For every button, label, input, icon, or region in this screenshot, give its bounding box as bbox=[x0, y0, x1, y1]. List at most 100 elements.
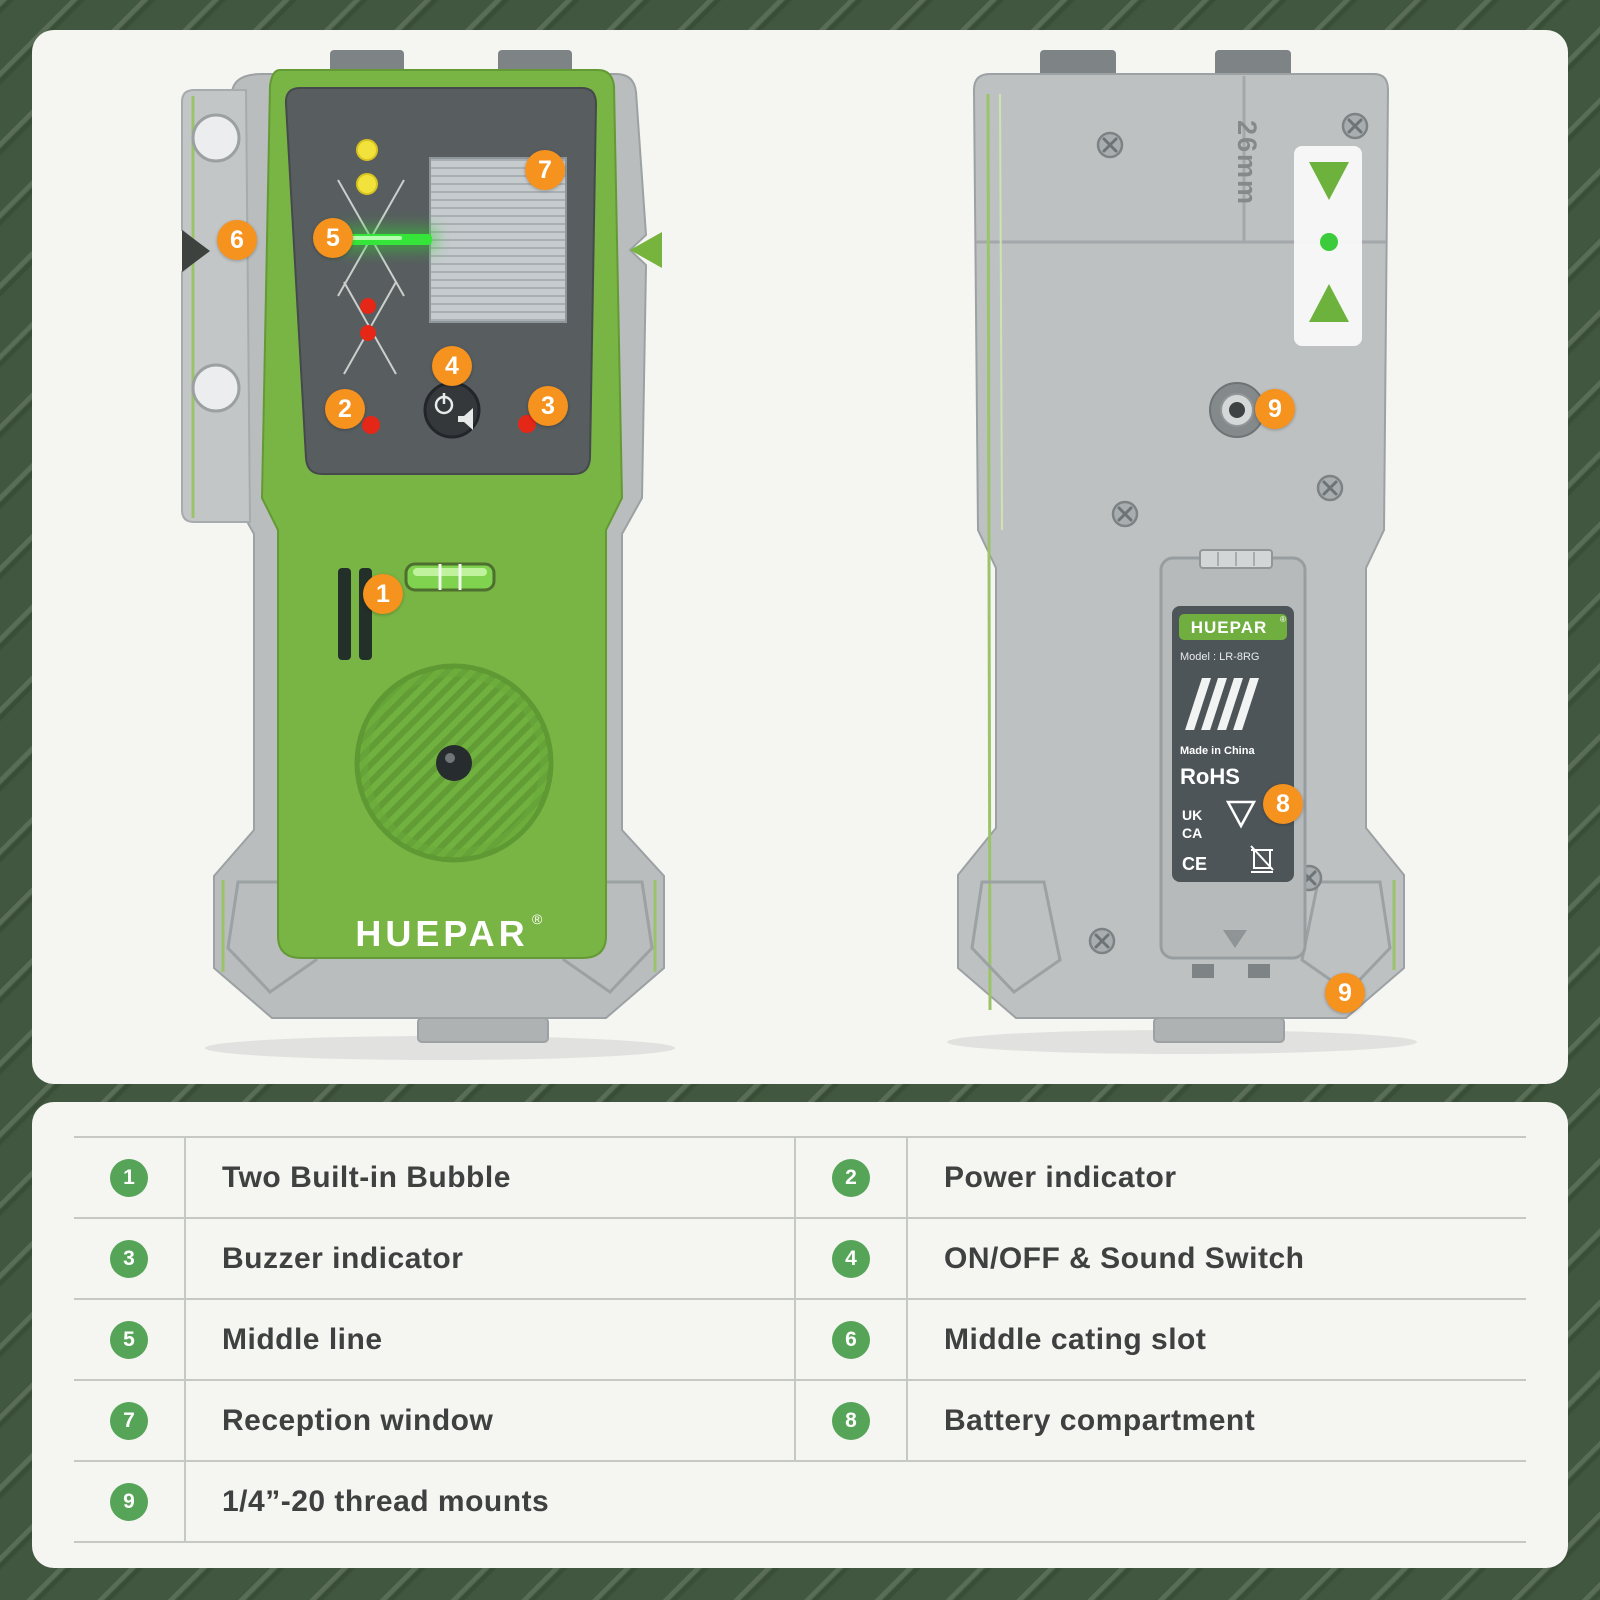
recycle-icon bbox=[1225, 800, 1257, 829]
label-model: Model : LR-8RG bbox=[1180, 651, 1259, 663]
table-row-5: 9 1/4”-20 thread mounts bbox=[74, 1462, 1526, 1543]
back-device: 26mm bbox=[957, 50, 1405, 1043]
center-marking-strip bbox=[1294, 146, 1362, 346]
callout-9-top: 9 bbox=[1255, 389, 1295, 429]
callout-9-bottom: 9 bbox=[1325, 973, 1365, 1013]
feature-7-label-cell: Reception window bbox=[186, 1381, 796, 1460]
device-artwork: HUEPAR ® 26mm bbox=[181, 50, 1417, 1060]
callout-1: 1 bbox=[363, 574, 403, 614]
screws bbox=[1088, 112, 1369, 955]
feature-6-number-badge: 6 bbox=[832, 1320, 870, 1359]
label-brand: HUEPAR bbox=[1191, 618, 1268, 637]
feature-3-number-badge: 3 bbox=[110, 1239, 148, 1278]
feature-8-badge-cell: 8 bbox=[796, 1381, 908, 1460]
feature-5-badge-cell: 5 bbox=[74, 1300, 186, 1379]
front-brand-reg-mark: ® bbox=[532, 911, 543, 927]
feature-5-label-cell: Middle line bbox=[186, 1300, 796, 1379]
feature-2-badge-cell: 2 bbox=[796, 1138, 908, 1217]
feature-8-label: Battery compartment bbox=[944, 1403, 1256, 1437]
yellow-led bbox=[356, 173, 378, 195]
feature-8-label-cell: Battery compartment bbox=[908, 1381, 1526, 1460]
magnet bbox=[191, 363, 241, 413]
feature-table: 1 Two Built-in Bubble 2 Power indicator … bbox=[74, 1136, 1526, 1543]
label-rohs: RoHS bbox=[1180, 764, 1240, 789]
feature-2-number-badge: 2 bbox=[832, 1158, 870, 1197]
front-shadow bbox=[205, 1036, 675, 1060]
yellow-led bbox=[356, 139, 378, 161]
callout-8: 8 bbox=[1263, 784, 1303, 824]
feature-1-label: Two Built-in Bubble bbox=[222, 1160, 511, 1194]
buzzer-indicator-led bbox=[518, 415, 536, 433]
down-triangle-mark bbox=[1309, 162, 1349, 200]
back-top-post bbox=[1040, 50, 1116, 80]
feature-3-badge-cell: 3 bbox=[74, 1219, 186, 1298]
power-sound-button bbox=[423, 381, 481, 439]
callout-7: 7 bbox=[525, 150, 565, 190]
door-slot bbox=[1248, 964, 1270, 978]
feature-legend-card: 1 Two Built-in Bubble 2 Power indicator … bbox=[32, 1102, 1568, 1568]
red-led bbox=[360, 298, 376, 314]
feature-2-label-cell: Power indicator bbox=[908, 1138, 1526, 1217]
bubble-level bbox=[404, 562, 496, 592]
weee-bin-icon bbox=[1250, 845, 1274, 873]
feature-4-number-badge: 4 bbox=[832, 1239, 870, 1278]
speaker-icon bbox=[458, 408, 473, 430]
feature-1-badge-cell: 1 bbox=[74, 1138, 186, 1217]
product-label: HUEPAR ® Model : LR-8RG Made in China Ro… bbox=[1172, 606, 1294, 882]
screw-icon bbox=[1316, 474, 1344, 502]
battery-door-arrow bbox=[1223, 930, 1247, 948]
feature-8-number-badge: 8 bbox=[832, 1401, 870, 1440]
feature-2-label: Power indicator bbox=[944, 1160, 1177, 1194]
label-ukca-uk: UK bbox=[1182, 807, 1202, 823]
callout-4: 4 bbox=[432, 346, 472, 386]
door-slot bbox=[1192, 964, 1214, 978]
label-brand-reg: ® bbox=[1280, 615, 1286, 624]
back-top-post bbox=[1215, 50, 1291, 80]
feature-3-label-cell: Buzzer indicator bbox=[186, 1219, 796, 1298]
label-ukca-ca: CA bbox=[1182, 825, 1202, 841]
feature-4-badge-cell: 4 bbox=[796, 1219, 908, 1298]
callout-5: 5 bbox=[313, 218, 353, 258]
feature-9-number-badge: 9 bbox=[110, 1482, 148, 1521]
center-dot-mark bbox=[1320, 233, 1338, 251]
feature-5-number-badge: 5 bbox=[110, 1320, 148, 1359]
feature-4-label-cell: ON/OFF & Sound Switch bbox=[908, 1219, 1526, 1298]
feature-6-badge-cell: 6 bbox=[796, 1300, 908, 1379]
screw-icon bbox=[1341, 112, 1369, 140]
middle-slot-right-arrow bbox=[630, 232, 662, 268]
front-brand-logo: HUEPAR bbox=[355, 913, 528, 954]
up-triangle-mark bbox=[1309, 284, 1349, 322]
bottom-rail-tab bbox=[417, 1017, 549, 1043]
feature-7-number-badge: 7 bbox=[110, 1401, 148, 1440]
feature-1-number-badge: 1 bbox=[110, 1158, 148, 1197]
callout-2: 2 bbox=[325, 389, 365, 429]
callout-6: 6 bbox=[217, 220, 257, 260]
table-row-2: 3 Buzzer indicator 4 ON/OFF & Sound Swit… bbox=[74, 1219, 1526, 1300]
screw-icon bbox=[1111, 500, 1139, 528]
feature-6-label-cell: Middle cating slot bbox=[908, 1300, 1526, 1379]
green-pinstripe bbox=[999, 93, 1003, 531]
speaker-grille bbox=[354, 663, 554, 863]
back-base-left-foot bbox=[970, 880, 1062, 994]
screw-icon bbox=[1088, 927, 1116, 955]
magnet bbox=[191, 113, 241, 163]
feature-3-label: Buzzer indicator bbox=[222, 1241, 464, 1275]
screw-icon bbox=[1096, 131, 1124, 159]
feature-5-label: Middle line bbox=[222, 1322, 383, 1356]
feature-9-label-cell: 1/4”-20 thread mounts bbox=[186, 1462, 1526, 1541]
battery-compartment: HUEPAR ® Model : LR-8RG Made in China Ro… bbox=[1159, 549, 1307, 978]
feature-4-label: ON/OFF & Sound Switch bbox=[944, 1241, 1305, 1275]
feature-1-label-cell: Two Built-in Bubble bbox=[186, 1138, 796, 1217]
feature-7-badge-cell: 7 bbox=[74, 1381, 186, 1460]
table-row-4: 7 Reception window 8 Battery compartment bbox=[74, 1381, 1526, 1462]
table-row-1: 1 Two Built-in Bubble 2 Power indicator bbox=[74, 1138, 1526, 1219]
feature-9-badge-cell: 9 bbox=[74, 1462, 186, 1541]
feature-7-label: Reception window bbox=[222, 1403, 494, 1437]
table-row-3: 5 Middle line 6 Middle cating slot bbox=[74, 1300, 1526, 1381]
label-stripes-logo bbox=[1185, 678, 1259, 730]
feature-6-label: Middle cating slot bbox=[944, 1322, 1207, 1356]
product-illustration-card: HUEPAR ® 26mm bbox=[32, 30, 1568, 1084]
green-pinstripe bbox=[986, 93, 992, 1011]
front-device: HUEPAR ® bbox=[181, 50, 665, 1043]
bottom-rail-tab bbox=[1153, 1017, 1285, 1043]
